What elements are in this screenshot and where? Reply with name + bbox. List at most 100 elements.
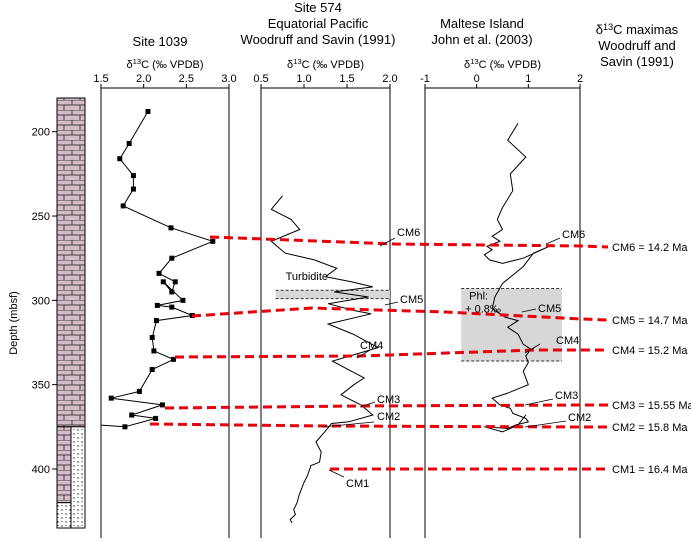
- data-point: [171, 356, 177, 362]
- x-axis-label: δ13C (‰ VPDB): [126, 57, 203, 71]
- maxima-header-line: δ13C maximas: [596, 22, 679, 37]
- lithology-brick-unit: [56, 97, 86, 428]
- data-point: [154, 302, 160, 308]
- panel-title-line: Site 574: [294, 0, 342, 15]
- data-point: [145, 108, 151, 114]
- cm-label: CM3: [377, 394, 400, 406]
- cm-label: CM2: [377, 411, 400, 423]
- x-tick-label: 1.0: [296, 73, 311, 85]
- shaded-interval: [275, 290, 390, 299]
- data-point: [130, 186, 136, 192]
- maxima-age-label: CM5 = 14.7 Ma: [612, 315, 688, 327]
- cm-label: CM1: [346, 478, 369, 490]
- data-point: [168, 225, 174, 231]
- series-line: [483, 123, 550, 433]
- cm-leader-line: [524, 420, 567, 428]
- cm-leader-line: [384, 301, 399, 306]
- x-tick-label: 0: [474, 73, 480, 85]
- data-point: [120, 203, 126, 209]
- panel-title-line: Equatorial Pacific: [268, 16, 369, 31]
- series-line: [270, 195, 380, 524]
- depth-tick-label: 200: [32, 127, 50, 139]
- cm-label: CM3: [555, 390, 578, 402]
- data-point: [169, 255, 175, 261]
- x-tick-label: 3.0: [221, 73, 236, 85]
- depth-tick-label: 250: [32, 211, 50, 223]
- data-point: [149, 366, 155, 372]
- depth-tick-label: 400: [32, 464, 50, 476]
- data-point: [169, 304, 175, 310]
- shaded-interval-label-2: + 0.8‰: [465, 304, 501, 316]
- data-point: [117, 156, 123, 162]
- correlation-lines: [149, 235, 609, 471]
- depth-tick-label: 350: [32, 380, 50, 392]
- series-line: [100, 424, 125, 428]
- data-point: [108, 395, 114, 401]
- cm-leader-line: [356, 349, 371, 359]
- data-point: [149, 334, 155, 340]
- data-point: [151, 348, 157, 354]
- maxima-age-label: CM4 = 15.2 Ma: [612, 345, 688, 357]
- maxima-age-label: CM3 = 15.55 Ma: [612, 400, 691, 412]
- cm-label: CM6: [397, 227, 420, 239]
- x-tick-label: 1.5: [93, 73, 108, 85]
- depth-tick-label: 300: [32, 295, 50, 307]
- x-axis-label: δ13C (‰ VPDB): [464, 57, 541, 71]
- data-point: [153, 415, 159, 421]
- panel-title-line: Site 1039: [133, 34, 188, 49]
- x-axis-label: δ13C (‰ VPDB): [287, 57, 364, 71]
- cm-leader-line: [379, 237, 396, 247]
- x-tick-label: 1.5: [339, 73, 354, 85]
- lithology-brick-tongue: [56, 426, 72, 504]
- lithology-stippled-base: [56, 502, 72, 529]
- panel-title-line: Woodruff and Savin (1991): [241, 32, 396, 47]
- cm-label: CM2: [568, 412, 591, 424]
- x-tick-label: 1: [525, 73, 531, 85]
- cm-label: CM5: [400, 294, 423, 306]
- cm-leader-line: [321, 421, 375, 428]
- depth-axis-label: Depth (mbsf): [8, 291, 20, 355]
- correlation-line-cm5: [191, 306, 609, 322]
- data-point: [159, 402, 165, 408]
- cm-leader-line: [524, 398, 554, 406]
- x-tick-label: 2.0: [136, 73, 151, 85]
- data-point: [160, 279, 166, 285]
- cm-label: CM4: [556, 335, 579, 347]
- cm-label: CM6: [562, 229, 585, 241]
- lithology-column: [56, 97, 86, 529]
- cm-leader-line: [521, 308, 537, 313]
- cm-leader-line: [545, 237, 561, 245]
- x-tick-label: 2: [577, 73, 583, 85]
- data-point: [126, 141, 132, 147]
- correlation-line-cm6: [209, 235, 609, 249]
- cm-leader-line: [359, 401, 376, 408]
- shaded-interval-label: Phl:: [469, 291, 488, 303]
- x-tick-label: -1: [420, 73, 430, 85]
- cm-label: CM4: [360, 340, 383, 352]
- shaded-interval-label: Turbidite: [286, 271, 328, 283]
- cm-leader-line: [328, 469, 345, 478]
- data-point: [129, 412, 135, 418]
- series-line: [111, 111, 215, 428]
- x-tick-label: 0.5: [253, 73, 268, 85]
- data-point: [210, 238, 216, 244]
- data-point: [172, 279, 178, 285]
- maxima-header-line: Savin (1991): [600, 54, 674, 69]
- data-point: [156, 270, 162, 276]
- correlation-line-cm2: [149, 422, 608, 429]
- panel-title-line: John et al. (2003): [431, 32, 532, 47]
- cm-leader-line: [524, 343, 541, 354]
- data-point: [136, 388, 142, 394]
- maxima-age-label: CM1 = 16.4 Ma: [612, 464, 688, 476]
- maxima-age-label: CM6 = 14.2 Ma: [612, 242, 688, 254]
- x-tick-label: 2.0: [382, 73, 397, 85]
- data-point: [180, 297, 186, 303]
- maxima-age-label: CM2 = 15.8 Ma: [612, 422, 688, 434]
- cm-label: CM5: [538, 303, 561, 315]
- data-point: [130, 173, 136, 179]
- data-point: [153, 318, 159, 324]
